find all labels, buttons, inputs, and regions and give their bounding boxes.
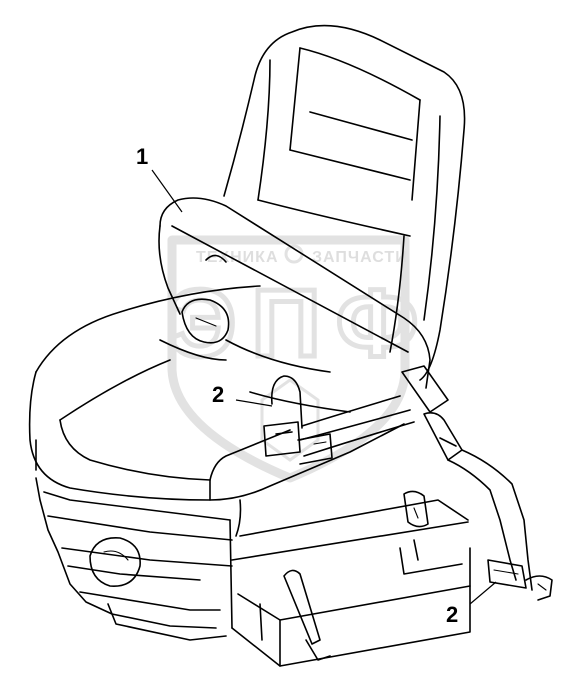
seat-belt-upper — [158, 197, 431, 389]
watermark-emblem — [260, 378, 320, 462]
watermark-big-text: ЭПФ — [168, 270, 418, 377]
belt-outer-strap — [401, 365, 553, 601]
lap-belt — [299, 409, 415, 457]
watermark-top-text-right: ЗАПЧАСТИ — [312, 249, 408, 266]
leader-1 — [151, 169, 183, 213]
watermark: ТЕХНИКА ЗАПЧАСТИ ЭПФ — [166, 235, 421, 483]
callout-1-label: 1 — [136, 144, 148, 169]
leader-2-outer — [469, 581, 497, 605]
watermark-top-text: ТЕХНИКА — [196, 249, 279, 266]
seat-cushion — [28, 285, 405, 537]
leader-2-inner — [235, 399, 273, 407]
seat-base-frame — [35, 477, 471, 667]
callout-2-inner-label: 2 — [212, 382, 224, 407]
callout-2-outer-label: 2 — [446, 602, 458, 627]
seat-back — [223, 24, 466, 381]
callout-leaders — [151, 169, 497, 605]
